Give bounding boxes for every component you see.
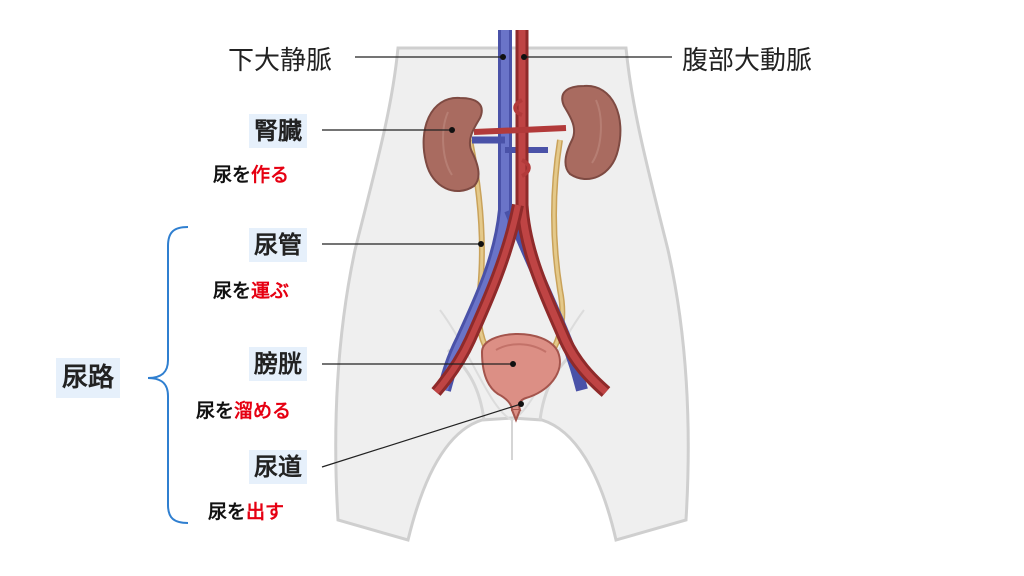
- leader-dots: [449, 54, 527, 407]
- urinary-tract-label: 尿路: [56, 358, 121, 398]
- left-kidney: [422, 96, 483, 192]
- urethra-function-prefix: 尿を: [208, 501, 247, 523]
- ureter-function-prefix: 尿を: [213, 280, 252, 302]
- urinary-tract-bracket: [147, 226, 189, 524]
- abdominal-aorta: [431, 30, 611, 397]
- urethra-function: 尿を出す: [208, 497, 284, 524]
- kidney-function-prefix: 尿を: [213, 164, 252, 186]
- ivc-label: 下大静脈: [228, 46, 333, 76]
- kidney-function: 尿を作る: [213, 160, 289, 187]
- urethra-function-action: 出す: [246, 501, 285, 523]
- urethra-label: 尿道: [249, 450, 307, 484]
- right-kidney: [561, 84, 622, 180]
- ureter-label: 尿管: [249, 228, 307, 262]
- bladder-label: 膀胱: [249, 347, 307, 381]
- bladder-function: 尿を溜める: [196, 396, 291, 423]
- aorta-label: 腹部大動脈: [682, 46, 813, 76]
- ureter-function-action: 運ぶ: [251, 280, 290, 302]
- kidney-label: 腎臓: [249, 114, 307, 148]
- ureter-function: 尿を運ぶ: [213, 276, 289, 303]
- bladder-function-prefix: 尿を: [196, 400, 235, 422]
- leader-lines: [321, 56, 672, 468]
- kidney-function-action: 作る: [251, 164, 290, 186]
- bladder: [480, 333, 561, 423]
- bladder-function-action: 溜める: [234, 400, 292, 422]
